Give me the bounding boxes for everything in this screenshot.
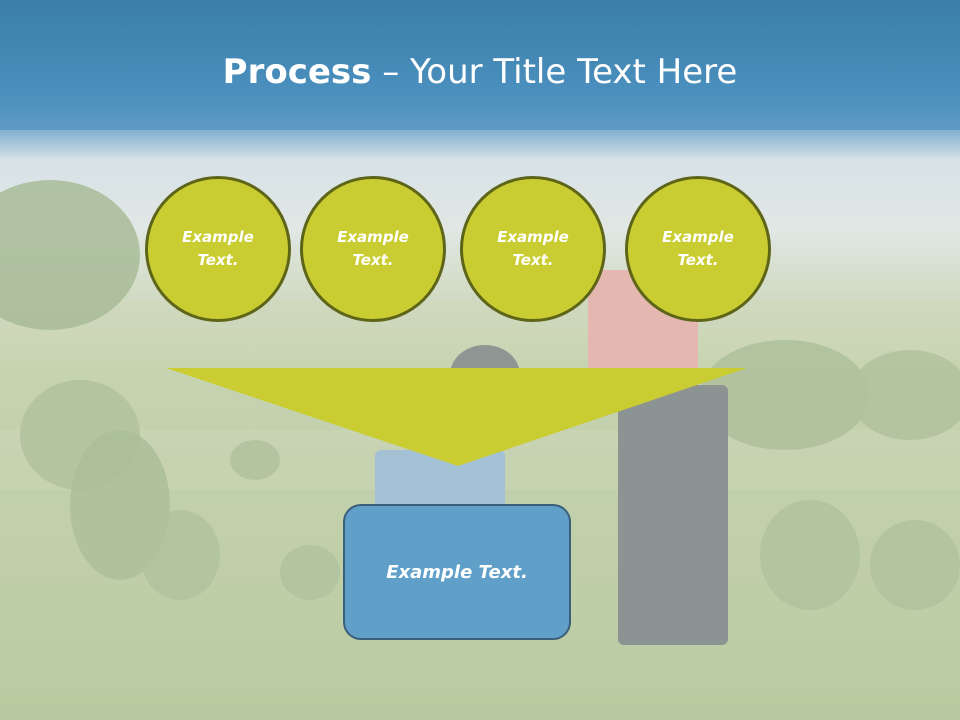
title-bar xyxy=(0,0,960,130)
result-box: Example Text. xyxy=(343,504,571,640)
title-rest: Your Title Text Here xyxy=(410,52,738,92)
page-title: Process – Your Title Text Here xyxy=(0,52,960,92)
process-circle-1: Example Text. xyxy=(145,176,291,322)
title-bar-blend xyxy=(0,120,960,160)
funnel-triangle xyxy=(166,368,747,466)
circle-4-text: Example Text. xyxy=(662,228,734,269)
process-circle-3: Example Text. xyxy=(460,176,606,322)
process-circle-2: Example Text. xyxy=(300,176,446,322)
title-bold: Process xyxy=(222,52,372,92)
title-separator: – xyxy=(371,52,411,92)
circle-1-text: Example Text. xyxy=(182,228,254,269)
circle-2-text: Example Text. xyxy=(337,228,409,269)
circle-3-text: Example Text. xyxy=(497,228,569,269)
process-circle-4: Example Text. xyxy=(625,176,771,322)
result-box-text: Example Text. xyxy=(386,561,528,583)
